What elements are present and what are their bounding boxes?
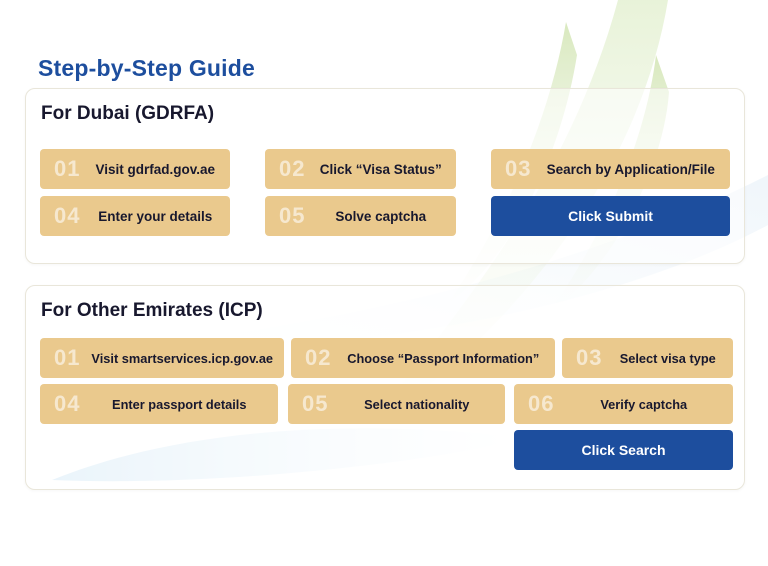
icp-step-5: 05 Select nationality (288, 384, 505, 424)
step-number: 05 (302, 391, 329, 416)
gdrfa-step-5: 05 Solve captcha (265, 196, 456, 236)
step-number: 03 (505, 156, 532, 181)
step-number: 04 (54, 203, 81, 228)
step-number: 01 (54, 156, 81, 181)
step-label: Enter your details (98, 208, 213, 224)
step-label: Solve captcha (335, 208, 427, 224)
click-submit-button[interactable]: Click Submit (491, 196, 730, 236)
step-number: 01 (54, 345, 81, 370)
step-label: Select nationality (364, 396, 470, 412)
gdrfa-section-card: For Dubai (GDRFA) 01 Visit gdrfad.gov.ae… (25, 88, 745, 264)
icp-step-3: 03 Select visa type (562, 338, 733, 378)
step-label: Visit smartservices.icp.gov.ae (91, 350, 274, 366)
step-label: Verify captcha (600, 396, 688, 412)
step-number: 02 (305, 345, 332, 370)
gdrfa-step-4: 04 Enter your details (40, 196, 230, 236)
gdrfa-section-title: For Dubai (GDRFA) (41, 103, 215, 124)
gdrfa-step-1: 01 Visit gdrfad.gov.ae (40, 149, 230, 189)
leaf-swoosh-left-graphic (447, 22, 577, 305)
step-label: Select visa type (619, 350, 716, 366)
step-label: Search by Application/File (546, 161, 715, 177)
step-number: 06 (528, 391, 555, 416)
icp-section-card: For Other Emirates (ICP) 01 Visit smarts… (25, 285, 745, 490)
icp-step-1: 01 Visit smartservices.icp.gov.ae (40, 338, 284, 378)
click-search-button[interactable]: Click Search (514, 430, 733, 470)
icp-section-title: For Other Emirates (ICP) (41, 300, 263, 321)
step-label: Click “Visa Status” (319, 161, 442, 177)
gdrfa-step-3: 03 Search by Application/File (491, 149, 730, 189)
step-label: Visit gdrfad.gov.ae (95, 161, 215, 177)
step-label: Choose “Passport Information” (347, 350, 540, 366)
step-number: 04 (54, 391, 81, 416)
step-number: 02 (279, 156, 306, 181)
icp-step-2: 02 Choose “Passport Information” (291, 338, 555, 378)
step-label: Enter passport details (112, 396, 247, 412)
page-title: Step-by-Step Guide (38, 55, 256, 81)
gdrfa-step-2: 02 Click “Visa Status” (265, 149, 456, 189)
step-number: 05 (279, 203, 306, 228)
icp-step-6: 06 Verify captcha (514, 384, 733, 424)
icp-step-4: 04 Enter passport details (40, 384, 278, 424)
leaf-swoosh-right-graphic (545, 55, 669, 318)
step-number: 03 (576, 345, 603, 370)
